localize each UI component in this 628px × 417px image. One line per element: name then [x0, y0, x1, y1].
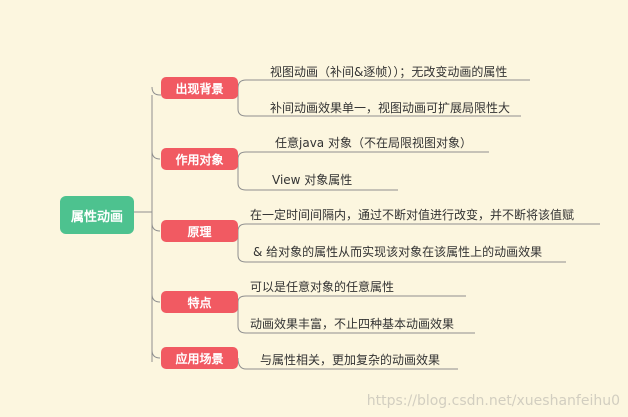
- leaf-node-target-2[interactable]: View 对象属性: [272, 173, 353, 187]
- branch-node-principle[interactable]: 原理: [161, 220, 238, 242]
- branch-node-scenarios[interactable]: 应用场景: [161, 347, 238, 369]
- watermark: https://blog.csdn.net/xueshanfeihu0: [366, 393, 620, 409]
- branch-node-target[interactable]: 作用对象: [161, 148, 238, 170]
- leaf-node-scenarios-1[interactable]: 与属性相关，更加复杂的动画效果: [260, 353, 441, 367]
- root-node[interactable]: 属性动画: [60, 196, 134, 234]
- leaf-node-background-1[interactable]: 视图动画（补间&逐帧））；无改变动画的属性: [270, 65, 508, 79]
- leaf-node-target-1[interactable]: 任意java 对象（不在局限视图对象）: [275, 136, 472, 150]
- leaf-node-features-2[interactable]: 动画效果丰富，不止四种基本动画效果: [250, 317, 455, 331]
- leaf-node-principle-1[interactable]: 在一定时间间隔内，通过不断对值进行改变，并不断将该值赋: [250, 208, 575, 222]
- leaf-node-background-2[interactable]: 补间动画效果单一，视图动画可扩展局限性大: [270, 101, 511, 115]
- leaf-node-features-1[interactable]: 可以是任意对象的任意属性: [250, 280, 395, 294]
- branch-node-background[interactable]: 出现背景: [161, 77, 238, 99]
- branch-node-features[interactable]: 特点: [161, 291, 238, 313]
- leaf-node-principle-2[interactable]: & 给对象的属性从而实现该对象在该属性上的动画效果: [253, 245, 543, 259]
